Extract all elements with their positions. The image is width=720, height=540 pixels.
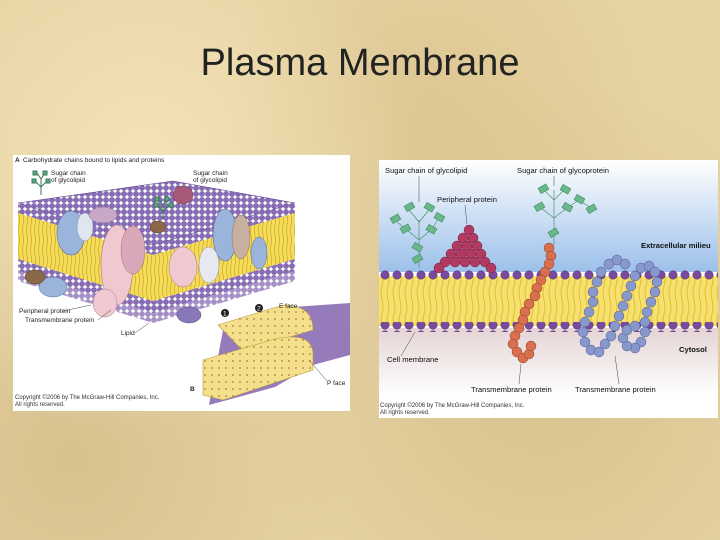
caption-letter-a: A xyxy=(15,157,20,164)
label-peripheral-protein-a: Peripheral protein xyxy=(19,308,71,315)
glycoprotein-sugar-chain xyxy=(533,183,598,245)
label-e-face: E face xyxy=(279,303,298,310)
membrane-3d-diagram: A Carbohydrate chains bound to lipids an… xyxy=(13,155,350,411)
membrane-cross-section-diagram: Sugar chain of glycolipid Sugar chain of… xyxy=(379,160,718,418)
label-peripheral-protein-b: Peripheral protein xyxy=(437,195,497,204)
marker-1: 1 xyxy=(223,311,227,318)
marker-2-dot xyxy=(255,304,263,312)
label-p-face: P face xyxy=(327,380,346,387)
blue-transmembrane-protein xyxy=(577,254,663,358)
slide-title: Plasma Membrane xyxy=(200,42,520,84)
label-transmembrane-protein-a: Transmembrane protein xyxy=(25,317,95,324)
copyright-a-line2: All rights reserved. xyxy=(15,402,65,408)
copyright-b: Copyright ©2006 by The McGraw-Hill Compa… xyxy=(380,403,524,417)
label-sugar-glycolipid-2: Sugar chain xyxy=(193,170,228,177)
label-lipid: Lipid xyxy=(121,330,135,337)
label-cell-membrane: Cell membrane xyxy=(387,355,439,364)
membrane-3d-svg: A Carbohydrate chains bound to lipids an… xyxy=(15,157,350,405)
cytosol-region xyxy=(379,328,718,396)
label-transmembrane-protein-2: Transmembrane protein xyxy=(575,385,656,394)
label-sugar-chain-glycoprotein: Sugar chain of glycoprotein xyxy=(517,166,609,175)
label-sugar-glycolipid-1: Sugar chain xyxy=(51,170,86,177)
membrane-cross-section-svg: Sugar chain of glycolipid Sugar chain of… xyxy=(379,160,718,396)
marker-1-dot xyxy=(221,309,229,317)
freeze-fracture-inset: 1 2 E face P face B xyxy=(190,303,350,405)
lower-lipid-heads xyxy=(379,322,718,332)
caption-a: Carbohydrate chains bound to lipids and … xyxy=(23,157,165,164)
label-sugar-chain-glycolipid: Sugar chain of glycolipid xyxy=(385,166,467,175)
label-sugar-glycolipid-1b: of glycolipid xyxy=(51,177,85,184)
orange-transmembrane-protein xyxy=(507,242,557,364)
lipid-tails xyxy=(379,276,718,326)
sugar-chains-a xyxy=(31,170,174,219)
inset-letter-b: B xyxy=(190,386,195,393)
peripheral-protein-cluster xyxy=(433,224,497,274)
copyright-a-line1: Copyright ©2006 by The McGraw-Hill Compa… xyxy=(15,395,160,401)
copyright-a: Copyright ©2006 by The McGraw-Hill Compa… xyxy=(15,395,159,409)
glycolipid-sugar-chain xyxy=(389,201,446,268)
label-transmembrane-protein-1: Transmembrane protein xyxy=(471,385,552,394)
label-sugar-glycolipid-2b: of glycolipid xyxy=(193,177,227,184)
copyright-b-line2: All rights reserved. xyxy=(380,410,430,416)
label-cytosol: Cytosol xyxy=(679,345,707,354)
copyright-b-line1: Copyright ©2006 by The McGraw-Hill Compa… xyxy=(380,403,525,409)
label-extracellular-milieu: Extracellular milieu xyxy=(641,241,711,250)
marker-2: 2 xyxy=(257,306,261,313)
